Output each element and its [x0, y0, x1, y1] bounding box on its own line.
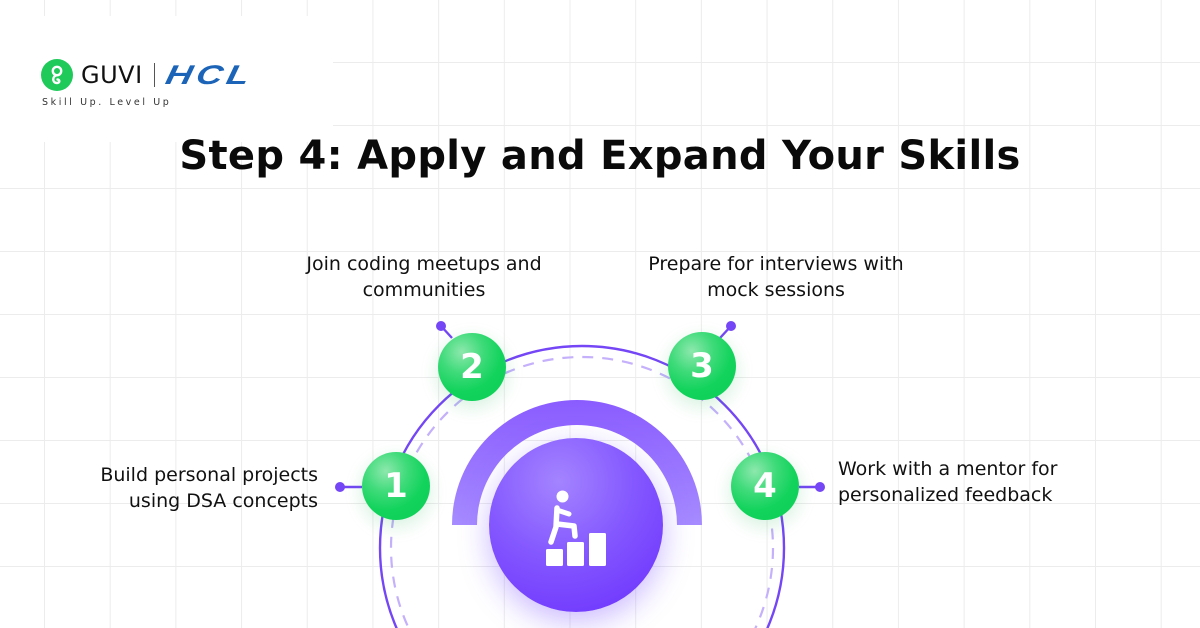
step-1-line-1: Build personal projects	[100, 464, 318, 486]
connector-dot-1	[335, 482, 345, 492]
step-4-badge: 4	[731, 452, 799, 520]
connector-dot-4	[815, 482, 825, 492]
step-2-line-1: Join coding meetups and	[306, 253, 542, 275]
connector-dot-3	[726, 321, 736, 331]
step-4-label: Work with a mentor for personalized feed…	[838, 456, 1118, 508]
step-3-badge: 3	[668, 332, 736, 400]
step-1-line-2: using DSA concepts	[128, 490, 318, 512]
step-2-label: Join coding meetups and communities	[274, 251, 574, 303]
connector-dot-2	[436, 321, 446, 331]
step-1-label: Build personal projects using DSA concep…	[58, 462, 318, 514]
brand-tagline: Skill Up. Level Up	[42, 97, 172, 108]
step-3-label: Prepare for interviews with mock session…	[626, 251, 926, 303]
solid-arc	[378, 344, 786, 628]
guvi-logo-icon	[41, 59, 73, 91]
brand-header: GUVI HCL Skill Up. Level Up	[0, 16, 333, 142]
step-3-line-2: mock sessions	[707, 279, 845, 301]
page-title: Step 4: Apply and Expand Your Skills	[179, 133, 1021, 179]
dashed-arc	[389, 355, 775, 628]
guvi-wordmark: GUVI	[81, 61, 143, 89]
step-4-line-1: Work with a mentor for	[838, 458, 1058, 480]
person-climbing-steps-icon	[546, 490, 606, 566]
step-4-line-2: personalized feedback	[838, 484, 1053, 506]
step-2-badge: 2	[438, 333, 506, 401]
logo-divider	[153, 63, 155, 87]
step-3-line-1: Prepare for interviews with	[648, 253, 904, 275]
step-2-line-2: communities	[362, 279, 486, 301]
brand-logo: GUVI HCL	[41, 59, 256, 91]
step-1-badge: 1	[362, 452, 430, 520]
half-ring	[452, 400, 702, 525]
